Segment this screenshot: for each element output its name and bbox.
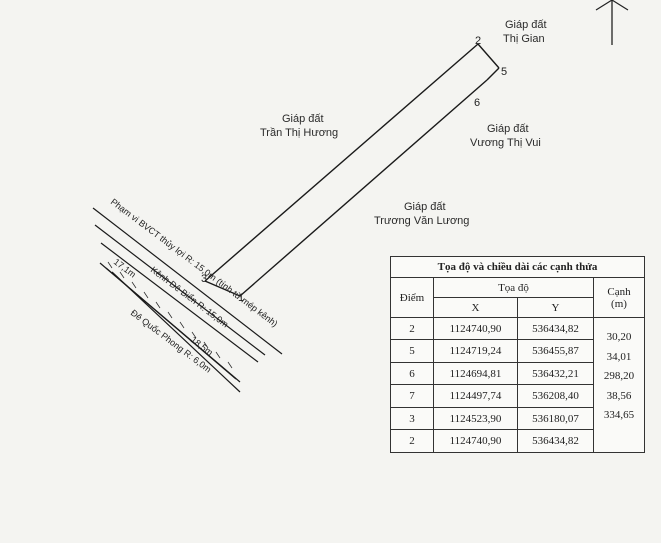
col-y-header: Y <box>517 297 594 318</box>
point-5-label: 5 <box>501 66 507 78</box>
label-truong-van-luong-2: Trương Văn Lương <box>374 215 469 227</box>
col-x-header: X <box>432 297 519 318</box>
row-x: 1124740,90 <box>432 316 519 341</box>
label-truong-van-luong-1: Giáp đất <box>404 201 446 213</box>
row-y: 536434,82 <box>517 429 594 453</box>
row-diem: 2 <box>390 316 434 341</box>
point-6-label: 6 <box>474 97 480 109</box>
coordinate-table: Tọa độ và chiều dài các cạnh thửa Điểm T… <box>390 256 645 453</box>
row-diem: 7 <box>390 384 434 408</box>
point-3-label: 3 <box>201 273 207 285</box>
label-vuong-thi-vui-2: Vương Thị Vui <box>470 137 541 149</box>
row-x: 1124523,90 <box>432 406 519 431</box>
label-tran-thi-huong-2: Trần Thị Hương <box>260 127 338 139</box>
col-canh-unit: (m) <box>611 297 627 310</box>
row-x: 1124719,24 <box>432 339 519 363</box>
col-canh-header: Cạnh (m) <box>593 277 645 318</box>
label-vuong-thi-vui-1: Giáp đất <box>487 123 529 135</box>
parcel-boundary <box>204 43 500 297</box>
row-diem: 3 <box>390 406 434 431</box>
table-row: 2 1124740,90 536434,82 <box>390 429 645 453</box>
label-thi-gian-2: Thị Gian <box>503 33 545 45</box>
col-canh-title: Cạnh <box>607 285 631 298</box>
edge-length: 38,56 <box>606 389 632 402</box>
row-diem: 6 <box>390 361 434 386</box>
table-title: Tọa độ và chiều dài các cạnh thửa <box>390 256 645 278</box>
table-row: 2 1124740,90 536434,82 30,20 34,01 298,2… <box>390 316 645 453</box>
row-y: 536434,82 <box>517 316 594 341</box>
edge-length: 334,65 <box>603 409 635 421</box>
table-row: 7 1124497,74 536208,40 <box>390 384 645 408</box>
table-row: 3 1124523,90 536180,07 <box>390 406 645 431</box>
point-1-label: 1 <box>238 292 244 304</box>
north-arrow-icon <box>595 0 629 45</box>
row-x: 1124740,90 <box>432 429 519 453</box>
label-thi-gian-1: Giáp đất <box>505 19 547 31</box>
row-diem: 5 <box>390 339 434 363</box>
row-y: 536455,87 <box>517 339 594 363</box>
point-2-label: 2 <box>475 35 481 47</box>
edge-length: 34,01 <box>606 350 632 363</box>
row-y: 536208,40 <box>517 384 594 408</box>
canal-strips <box>92 207 283 393</box>
label-tran-thi-huong-1: Giáp đất <box>282 113 324 125</box>
edge-lengths: 30,20 34,01 298,20 38,56 334,65 <box>593 317 645 453</box>
table-row: 5 1124719,24 536455,87 <box>390 339 645 363</box>
row-diem: 2 <box>390 429 434 453</box>
edge-length: 30,20 <box>606 331 632 343</box>
row-y: 536432,21 <box>517 361 594 386</box>
row-x: 1124694,81 <box>432 361 519 386</box>
col-toado-header: Tọa độ <box>433 277 594 298</box>
embankment-hatching <box>107 261 233 369</box>
row-x: 1124497,74 <box>432 384 519 408</box>
edge-length: 298,20 <box>603 370 635 382</box>
col-diem-header: Điểm <box>390 277 434 318</box>
row-y: 536180,07 <box>517 406 594 431</box>
